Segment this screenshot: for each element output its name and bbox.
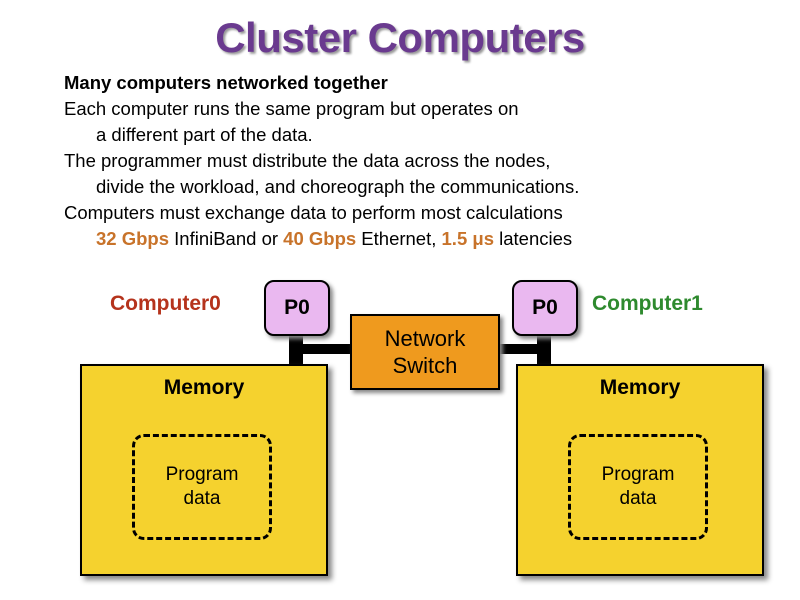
processor-p0-computer0: P0 [264,280,330,336]
program-data-line1: Program [601,464,675,485]
program-data-box: Program data [132,434,272,540]
program-data-box: Program data [568,434,708,540]
bullet-3: The programmer must distribute the data … [64,150,551,171]
memory-computer1: Memory Program data [516,364,764,576]
program-data-line2: data [619,488,657,509]
bullet-text: InfiniBand or [169,228,284,249]
bullet-text: Ethernet, [356,228,442,249]
latency-value: 1.5 μs [441,228,494,249]
processor-p0-computer1: P0 [512,280,578,336]
bullet-2-cont: a different part of the data. [96,124,313,145]
computer0-label: Computer0 [110,292,221,315]
switch-label-line1: Network [384,326,466,351]
slide-title: Cluster Computers [215,14,585,61]
bullet-2: Each computer runs the same program but … [64,98,519,119]
connector-left-to-switch [289,344,353,354]
program-data-line1: Program [165,464,239,485]
memory-computer0: Memory Program data [80,364,328,576]
memory-label: Memory [599,376,681,399]
computer1-label: Computer1 [592,292,703,315]
bullet-3-cont: divide the workload, and choreograph the… [96,176,580,197]
switch-label-line2: Switch [392,353,458,378]
bullet-4-cont: 32 Gbps InfiniBand or 40 Gbps Ethernet, … [64,226,579,252]
infiniband-bandwidth: 32 Gbps [96,228,169,249]
bullet-text: latencies [493,228,573,249]
connector-switch-to-right [496,344,551,354]
bullet-1: Many computers networked together [64,72,388,93]
memory-label: Memory [163,376,245,399]
program-data-line2: data [183,488,221,509]
bullet-4: Computers must exchange data to perform … [64,202,563,223]
ethernet-bandwidth: 40 Gbps [283,228,357,249]
network-switch: Network Switch [350,314,500,390]
bullet-list: Many computers networked together Each c… [64,70,579,252]
